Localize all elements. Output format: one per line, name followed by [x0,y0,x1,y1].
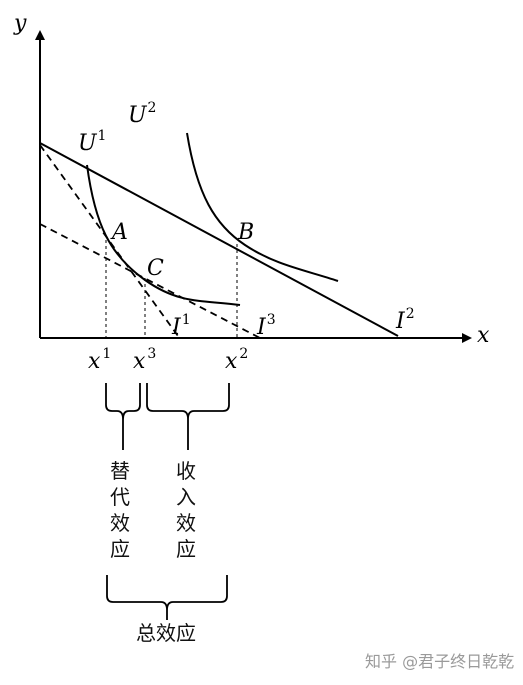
total-effect-label: 总效应 [136,621,196,645]
substitution-effect-char-1: 替 [110,459,130,483]
budget-line-i1 [39,144,179,337]
income-effect-char-3: 效 [176,511,196,535]
indifference-curve-u2 [186,132,339,282]
x-axis-label: x [477,323,490,348]
point-label-a: A [110,220,128,245]
budget-label-i3: I3 [256,312,276,340]
point-label-b: B [237,220,254,245]
income-effect-brace [146,383,230,450]
point-label-c: C [147,256,164,281]
indifference-curve-u1 [86,164,241,306]
income-effect-char-1: 收 [176,459,196,483]
budget-label-i1: I1 [171,312,191,340]
budget-label-i2: I2 [395,306,415,334]
watermark: 知乎 @君子终日乾乾 [365,652,514,671]
y-axis-label: y [13,11,27,36]
substitution-effect-char-2: 代 [110,485,130,509]
substitution-effect-char-4: 应 [110,537,130,561]
substitution-effect-char-3: 效 [110,511,130,535]
substitution-effect-brace [105,383,141,450]
income-effect-char-2: 入 [176,485,196,509]
curve-label-u2: U2 [128,100,156,128]
curve-label-u1: U1 [78,128,106,156]
budget-line-i2 [39,142,399,337]
total-effect-brace [106,575,228,620]
budget-line-i3 [39,223,261,339]
income-effect-char-4: 应 [176,537,196,561]
